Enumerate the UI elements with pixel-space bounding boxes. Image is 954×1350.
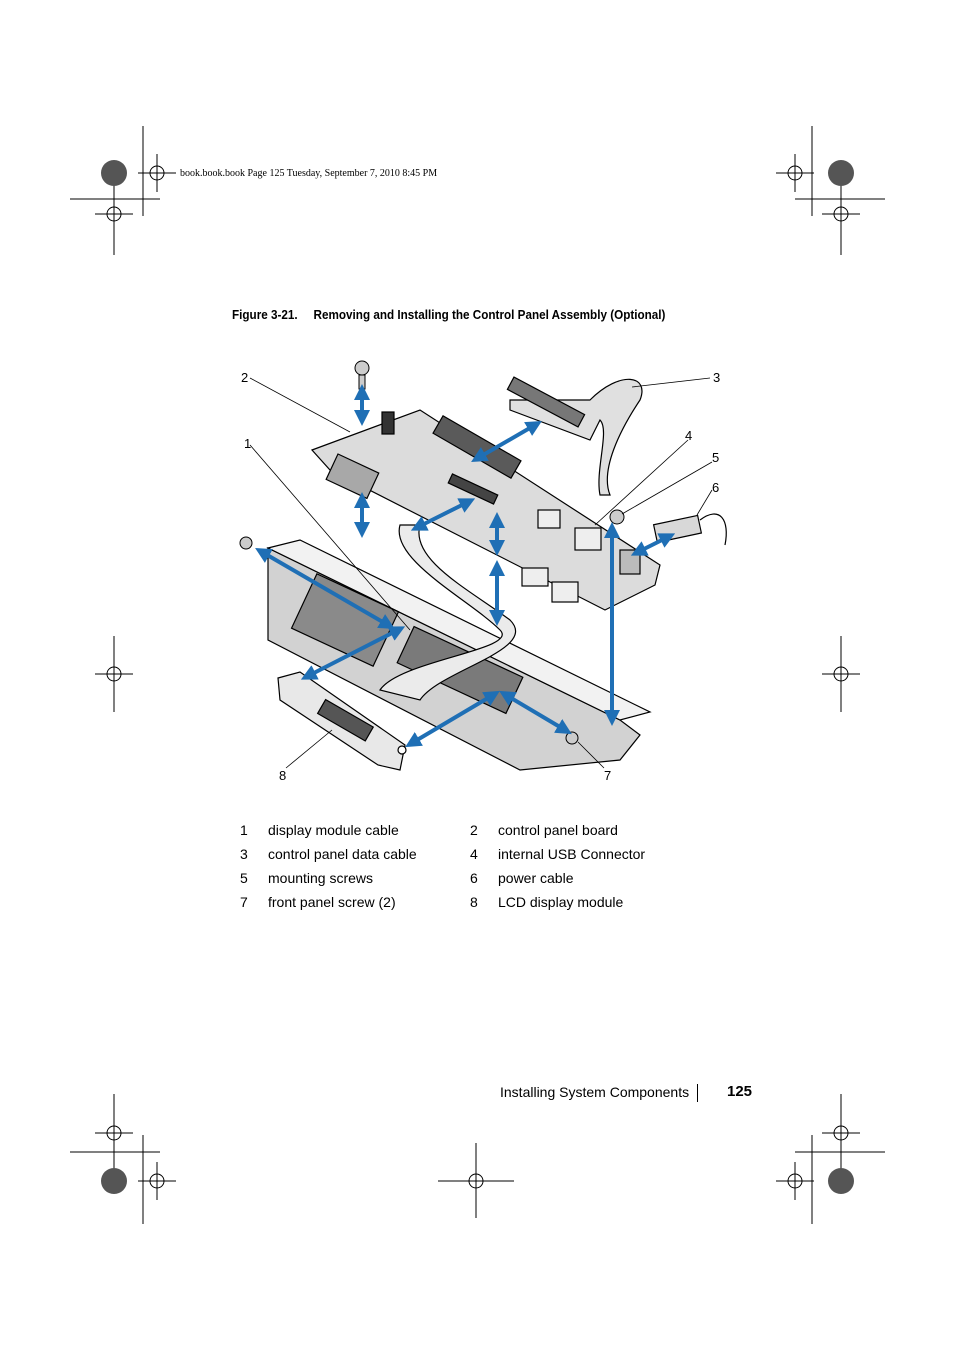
legend-label: display module cable [268, 822, 399, 838]
legend-number: 1 [240, 822, 248, 838]
callout-1: 1 [244, 436, 251, 451]
callout-4: 4 [685, 428, 692, 443]
legend-label: LCD display module [498, 894, 624, 910]
callout-3: 3 [713, 370, 720, 385]
legend-label: mounting screws [268, 870, 374, 886]
callout-leaders [249, 377, 713, 769]
footer-section-title: Installing System Components [500, 1084, 690, 1100]
footer-divider [697, 1084, 698, 1102]
callout-numbers: 2 1 3 4 5 6 7 8 [241, 370, 720, 783]
legend-item: 7 front panel screw (2) [240, 894, 470, 910]
legend-item: 1 display module cable [240, 822, 470, 838]
legend-label: control panel board [498, 822, 618, 838]
callout-5: 5 [712, 450, 719, 465]
control-panel-data-cable [506, 376, 643, 496]
legend-row: 1 display module cable 2 control panel boa… [240, 818, 700, 842]
legend-label: control panel data cable [268, 846, 417, 862]
legend-row: 7 front panel screw (2) 8 LCD display modu… [240, 890, 700, 914]
screws [239, 360, 625, 745]
legend-number: 4 [470, 846, 478, 862]
direction-arrows [255, 384, 676, 748]
callout-2: 2 [241, 370, 248, 385]
legend-label: power cable [498, 870, 574, 886]
page-number: 125 [727, 1083, 753, 1100]
legend-number: 2 [470, 822, 478, 838]
figure-title: Removing and Installing the Control Pane… [313, 307, 666, 322]
legend-label: internal USB Connector [498, 846, 646, 862]
legend-item: 2 control panel board [470, 822, 700, 838]
legend-item: 5 mounting screws [240, 870, 470, 886]
legend-item: 3 control panel data cable [240, 846, 470, 862]
legend-number: 6 [470, 870, 478, 886]
legend-item: 4 internal USB Connector [470, 846, 700, 862]
legend-row: 5 mounting screws 6 power cable [240, 866, 700, 890]
legend-item: 8 LCD display module [470, 894, 700, 910]
callout-6: 6 [712, 480, 719, 495]
callout-7: 7 [604, 768, 611, 783]
legend-number: 3 [240, 846, 248, 862]
legend-number: 7 [240, 894, 248, 910]
lcd-display-module [277, 671, 407, 771]
print-header: book.book.book Page 125 Tuesday, Septemb… [180, 168, 438, 179]
figure-legend: 1 display module cable 2 control panel boa… [240, 818, 700, 914]
legend-number: 5 [240, 870, 248, 886]
legend-label: front panel screw (2) [268, 894, 396, 910]
legend-number: 8 [470, 894, 478, 910]
legend-row: 3 control panel data cable 4 internal USB … [240, 842, 700, 866]
callout-8: 8 [279, 768, 286, 783]
legend-item: 6 power cable [470, 870, 700, 886]
figure-number: Figure 3-21. [232, 307, 298, 322]
figure-caption: Figure 3-21. Removing and Installing the… [232, 307, 665, 322]
